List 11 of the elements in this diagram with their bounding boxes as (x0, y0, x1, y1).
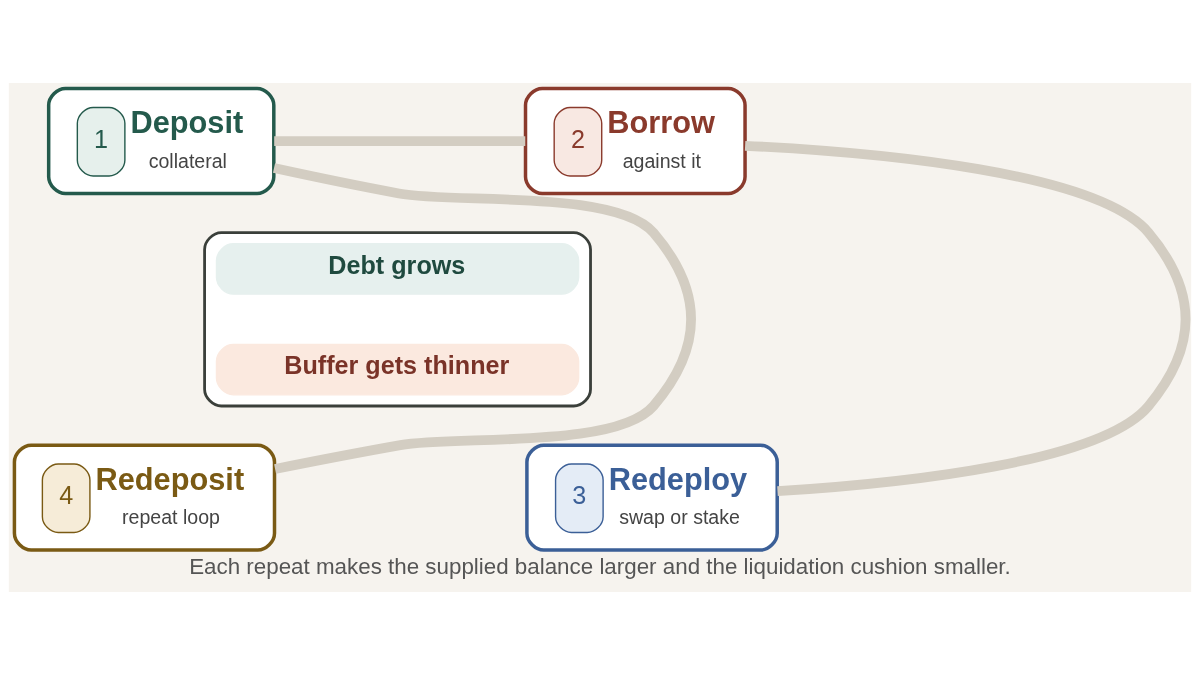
caption: Each repeat makes the supplied balance larger and the liquidation cushion smaller. (189, 553, 1011, 579)
node-box: 1 Deposit collateral (46, 86, 276, 196)
node-box: 4 Redeposit repeat loop (12, 443, 277, 552)
node-box: Buffer gets thinner (215, 343, 580, 396)
connector (744, 140, 1191, 497)
cluster (203, 231, 592, 408)
connector (273, 163, 696, 474)
node-box: Debt grows (215, 243, 580, 295)
node-box: 2 Borrow against it (523, 86, 747, 196)
connector (274, 136, 526, 146)
node-box: 3 Redeploy swap or stake (525, 443, 779, 552)
